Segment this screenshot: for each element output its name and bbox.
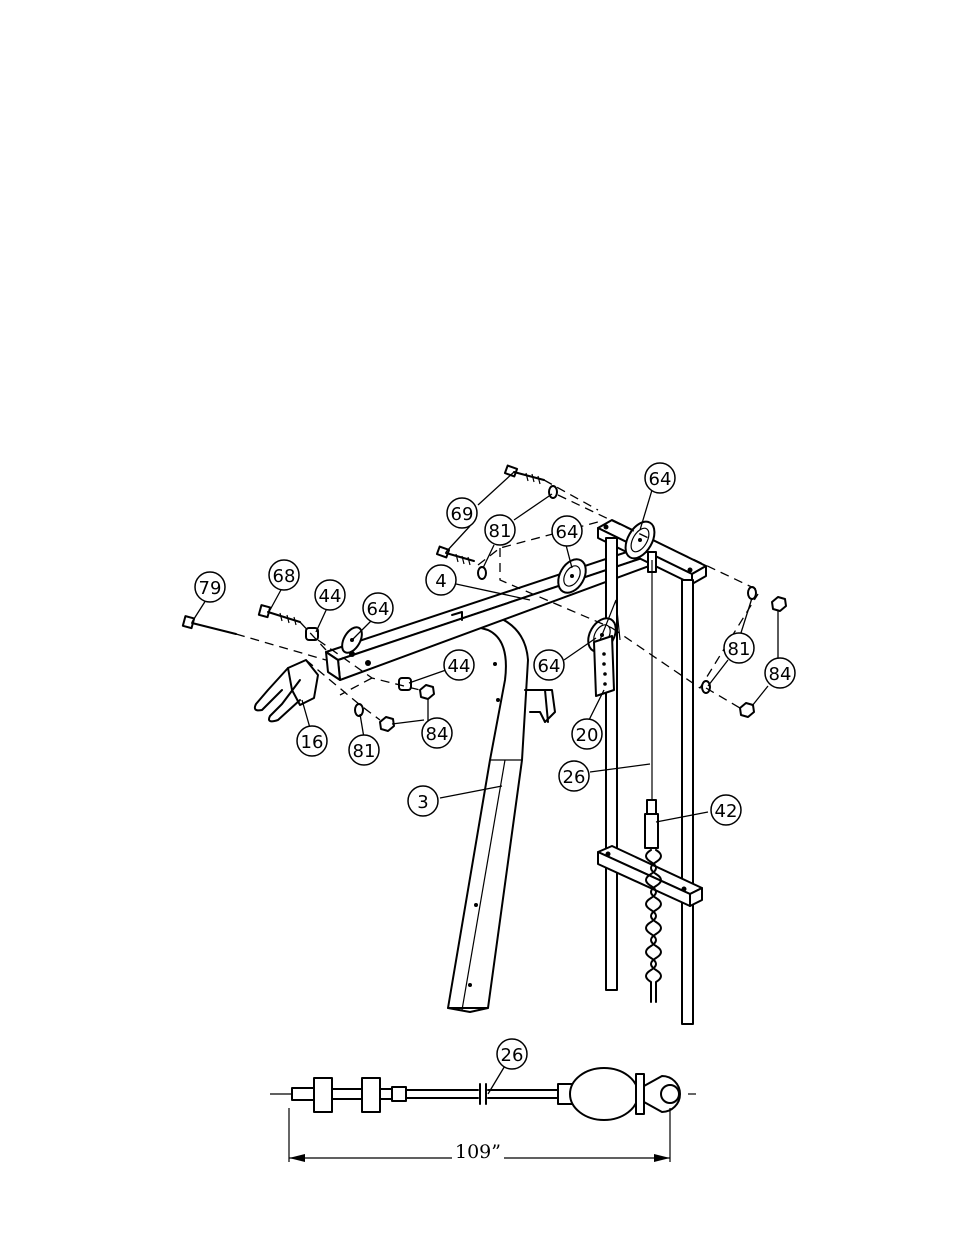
callout-64-lower: 64 xyxy=(533,649,565,681)
svg-text:64: 64 xyxy=(649,469,672,490)
callout-81-right: 81 xyxy=(723,632,755,664)
svg-text:26: 26 xyxy=(563,767,586,788)
svg-text:81: 81 xyxy=(353,741,376,762)
callout-4: 4 xyxy=(425,564,457,596)
callout-64-front: 64 xyxy=(362,592,394,624)
svg-text:68: 68 xyxy=(273,566,296,587)
svg-text:26: 26 xyxy=(501,1045,524,1066)
callout-42: 42 xyxy=(710,794,742,826)
svg-text:81: 81 xyxy=(489,521,512,542)
pulley-arm-mid xyxy=(557,558,587,594)
bolt-69-lower xyxy=(435,545,475,566)
hook-bracket-part-16 xyxy=(253,659,319,723)
callout-64-arm: 64 xyxy=(551,515,583,547)
hardware xyxy=(181,464,787,732)
callout-20: 20 xyxy=(571,718,603,750)
bolt-79 xyxy=(181,615,237,635)
svg-text:44: 44 xyxy=(319,586,342,607)
callout-81-top: 81 xyxy=(484,514,516,546)
callout-81-front: 81 xyxy=(348,734,380,766)
callout-84-right: 84 xyxy=(764,657,796,689)
svg-text:84: 84 xyxy=(769,664,792,685)
callout-3: 3 xyxy=(407,785,439,817)
callout-16: 16 xyxy=(296,725,328,757)
svg-text:3: 3 xyxy=(417,792,428,813)
callout-26-detail: 26 xyxy=(496,1038,528,1070)
callout-leaders xyxy=(191,471,779,1095)
pulley-bracket-part-20 xyxy=(593,599,621,697)
cable-length-dimension: 109” xyxy=(455,1141,501,1163)
callout-26-frame: 26 xyxy=(558,760,590,792)
svg-text:4: 4 xyxy=(435,571,446,592)
svg-text:79: 79 xyxy=(199,578,222,599)
svg-text:20: 20 xyxy=(576,725,599,746)
callout-79: 79 xyxy=(194,571,226,603)
callout-69: 69 xyxy=(446,497,478,529)
lower-cross-plate xyxy=(597,845,703,907)
svg-text:16: 16 xyxy=(301,732,324,753)
svg-text:84: 84 xyxy=(426,724,449,745)
upright-frame-part-3 xyxy=(447,611,556,1013)
svg-text:69: 69 xyxy=(451,504,474,525)
callout-64-top: 64 xyxy=(644,462,676,494)
callout-68: 68 xyxy=(268,559,300,591)
svg-text:64: 64 xyxy=(556,522,579,543)
svg-text:42: 42 xyxy=(715,801,738,822)
callout-bubbles: 64 69 81 64 4 79 68 44 64 44 64 81 84 20… xyxy=(194,462,796,1070)
callout-44-right: 44 xyxy=(443,649,475,681)
cable-and-selector-stem xyxy=(644,560,662,1003)
callout-84-front: 84 xyxy=(421,717,453,749)
svg-text:64: 64 xyxy=(367,599,390,620)
cable-detail-part-26: 109” xyxy=(270,1067,696,1163)
bolt-69-top xyxy=(503,464,545,485)
callout-44-left: 44 xyxy=(314,579,346,611)
guide-rods xyxy=(605,537,694,1025)
svg-text:81: 81 xyxy=(728,639,751,660)
svg-text:64: 64 xyxy=(538,656,561,677)
bolt-68 xyxy=(257,604,301,626)
svg-text:44: 44 xyxy=(448,656,471,677)
